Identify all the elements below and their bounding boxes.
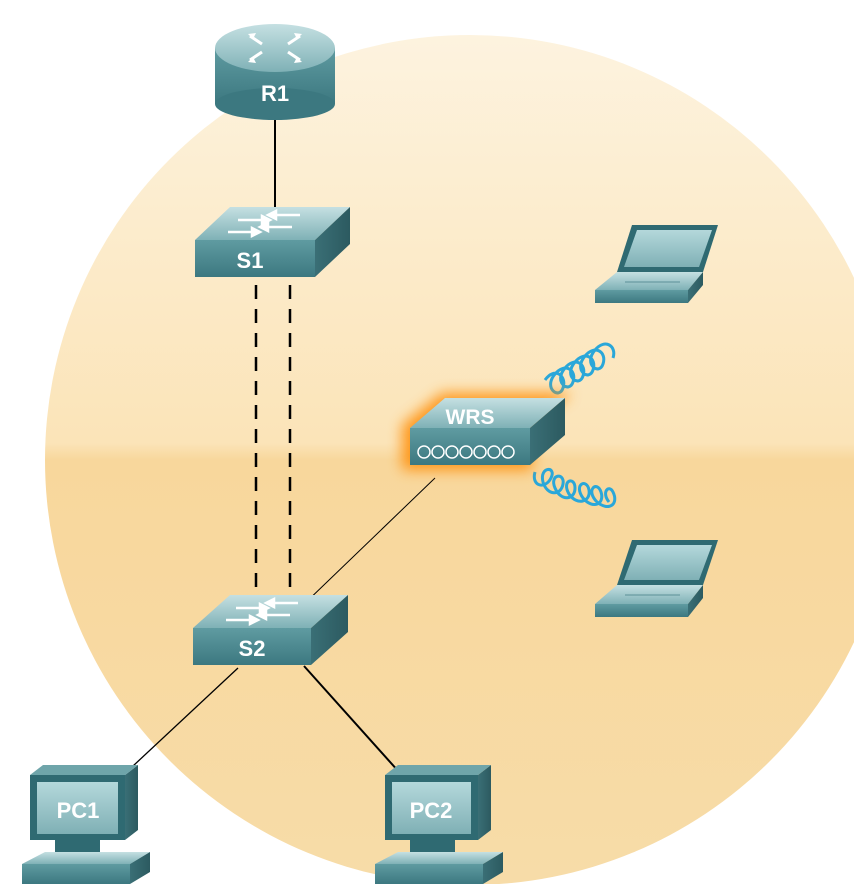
wireless-router-wrs: WRS (402, 393, 572, 470)
switch-s1-label: S1 (237, 248, 264, 273)
wireless-router-icon (410, 398, 565, 465)
cable-s1-s2-dashed (254, 285, 292, 598)
switch-s1: S1 (195, 207, 350, 277)
cable-s2-wrs (299, 477, 436, 609)
laptop-top (595, 225, 718, 303)
switch-icon (193, 595, 348, 665)
wireless-router-label: WRS (446, 406, 495, 429)
pc1: PC1 (22, 765, 150, 884)
pc1-label: PC1 (57, 798, 100, 823)
laptop-icon (595, 540, 718, 617)
pc-icon (22, 765, 150, 884)
wireless-link-top (543, 342, 616, 395)
pc2-label: PC2 (410, 798, 453, 823)
router-icon (215, 24, 335, 120)
router-label: R1 (261, 81, 289, 106)
laptop-icon (595, 225, 718, 303)
pc2: PC2 (375, 765, 503, 884)
pc-icon (375, 765, 503, 884)
switch-s2-label: S2 (239, 636, 266, 661)
cable-s2-pc2 (303, 665, 409, 783)
laptop-bottom (595, 540, 718, 617)
wireless-link-bottom (532, 468, 617, 508)
switch-s2: S2 (193, 595, 348, 665)
router-r1: R1 (215, 24, 335, 120)
switch-icon (195, 207, 350, 277)
cable-s2-pc1 (117, 667, 239, 781)
